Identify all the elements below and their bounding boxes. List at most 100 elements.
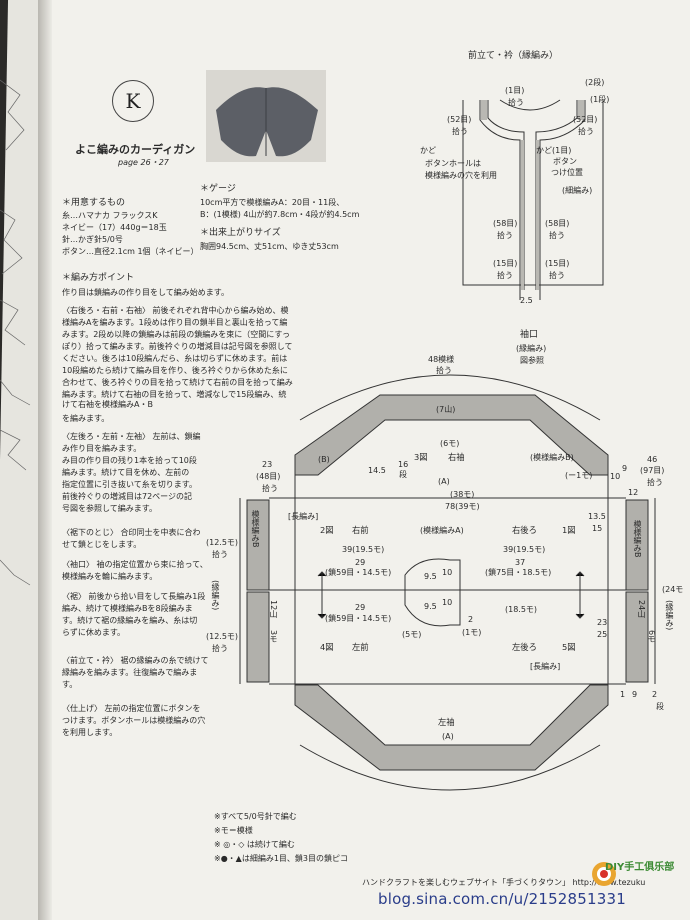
points-line: を編みます。 xyxy=(62,414,110,423)
diagram-label: 29 xyxy=(355,558,366,567)
collar-label: 拾う xyxy=(497,231,513,240)
collar-label: 拾う xyxy=(549,231,565,240)
points-line: 10段編めたら続けて編み目を作り、後ろ衿ぐりから休めた糸に xyxy=(62,366,288,375)
collar-label: (細編み) xyxy=(562,186,593,195)
points-line: 〈右後ろ・右前・右袖〉 前後それぞれ背中心から編み始め、模 xyxy=(62,306,289,315)
diagram-label: (6モ) xyxy=(440,439,460,448)
diagram-label: 78(39モ) xyxy=(445,502,480,511)
collar-label: (2段) xyxy=(585,78,605,87)
points-left-line: 〈裾〉 前後から拾い目をして長編み1段 xyxy=(62,592,206,601)
diagram-label: 段 xyxy=(656,702,664,711)
pattern-letter-emblem: K xyxy=(112,80,154,122)
points-left-line: 模様編みを輪に編みます。 xyxy=(62,572,158,581)
note-line: ※すべて5/0号針で編む xyxy=(214,812,297,821)
diagram-label: 9 xyxy=(622,464,628,473)
diagram-label: (5モ) xyxy=(402,630,422,639)
collar-label: (1段) xyxy=(590,95,610,104)
diagram-label: (12.5モ) xyxy=(206,632,239,641)
note-line: ※モ＝模様 xyxy=(214,826,253,835)
points-line: ぽり）拾って編みます。前後衿ぐりの増減目は記号図を参照して xyxy=(62,342,293,351)
points-left-line: を利用します。 xyxy=(62,728,118,737)
note-line: ※ ◎・◇ は続けて編む xyxy=(214,840,295,849)
diagram-label: (38モ) xyxy=(450,490,475,499)
diagram-label: (12.5モ) xyxy=(206,538,239,547)
diagram-label: 3モ xyxy=(269,630,278,644)
diagram-label: 4図 xyxy=(320,642,334,652)
collar-label: (1目) xyxy=(505,86,525,95)
diagram-label: 9.5 xyxy=(424,602,437,611)
cardigan-photo xyxy=(206,70,326,162)
diagram-label: 1図 xyxy=(562,525,576,535)
collar-label: 拾う xyxy=(452,127,468,136)
collar-label: (58目) xyxy=(493,219,518,228)
diagram-label: (48目) xyxy=(256,472,281,481)
collar-label: (52目) xyxy=(573,115,598,124)
diagram-label: 3図 xyxy=(414,452,428,462)
cuff-subtitle: (縁編み) xyxy=(516,344,547,353)
collar-label: (52目) xyxy=(447,115,472,124)
diagram-label: 模様編みB xyxy=(633,520,642,558)
footer-text: ハンドクラフトを楽しむウェブサイト「手づくりタウン」 http://www.te… xyxy=(362,878,646,887)
points-left-line: 縁編みを編みます。往復編みで編みま xyxy=(62,668,198,677)
diagram-label: 10 xyxy=(610,472,621,481)
diagram-label: (97目) xyxy=(640,466,665,475)
diagram-label: 1 xyxy=(620,690,626,699)
collar-label: 2.5 xyxy=(520,296,533,305)
diagram-label: 右前 xyxy=(352,525,369,535)
diagram-label: (模様編みA) xyxy=(420,526,464,535)
diagram-label: (鎖75目・18.5モ) xyxy=(485,568,552,577)
points-left-line: 号図を参照して編みます。 xyxy=(62,504,157,513)
size-line: 胸囲94.5cm、丈51cm、ゆき丈53cm xyxy=(200,242,339,251)
diagram-label: 5図 xyxy=(562,642,576,652)
collar-label: 拾う xyxy=(497,271,513,280)
diagram-label: 6モ xyxy=(647,630,656,644)
diagram-label: 拾う xyxy=(647,478,663,487)
diagram-label: 29 xyxy=(355,603,366,612)
materials-line: 針…かぎ針5/0号 xyxy=(62,235,123,244)
points-left-line: 〈裾下のとじ〉 合印同士を中表に合わ xyxy=(62,528,201,537)
diagram-label: 25 xyxy=(597,630,608,639)
points-left-line: 編み、続けて模様編みBを8段編みま xyxy=(62,604,193,613)
collar-label: 拾う xyxy=(578,127,594,136)
diagram-label: 2図 xyxy=(320,525,334,535)
page-reference: page 26・27 xyxy=(118,158,169,167)
diagram-label: 9.5 xyxy=(424,572,437,581)
diagram-label: 左前 xyxy=(352,642,369,652)
diagram-label: (縁編み) xyxy=(211,580,220,611)
points-line: 作り目は鎖編みの作り目をして編み始めます。 xyxy=(62,288,229,297)
blog-watermark: blog.sina.com.cn/u/2152851331 xyxy=(378,890,627,908)
points-left-line: す。続けて裾の縁編みを編み、糸は切 xyxy=(62,616,198,625)
diagram-label: 24山 xyxy=(637,600,646,619)
diagram-label: 拾う xyxy=(262,484,278,493)
diagram-label: 39(19.5モ) xyxy=(503,545,546,554)
diagram-label: 15 xyxy=(592,524,603,533)
diagram-label: 左袖 xyxy=(438,717,455,727)
diagram-label: 23 xyxy=(262,460,273,469)
diagram-label: 10 xyxy=(442,598,453,607)
collar-label: かど xyxy=(420,146,436,155)
diagram-label: 46 xyxy=(647,455,658,464)
diagram-label: 拾う xyxy=(212,644,228,653)
diagram-label: (B) xyxy=(318,455,330,464)
diagram-label: (18.5モ) xyxy=(505,605,538,614)
collar-label: 拾う xyxy=(549,271,565,280)
diagram-label: (ー1モ) xyxy=(565,471,593,480)
collar-label: つけ位置 xyxy=(551,168,583,177)
gauge-line: B：(1模様) 4山が約7.8cm・4段が約4.5cm xyxy=(200,210,360,219)
diagram-label: 拾う xyxy=(436,366,452,375)
badge-text: DIY手工俱乐部 xyxy=(605,862,675,873)
diagram-label: 左後ろ xyxy=(512,642,537,652)
diagram-label: 39(19.5モ) xyxy=(342,545,385,554)
points-line: 合わせて、後ろ衿ぐりの目を拾って続けて右前の目を拾って編み xyxy=(62,378,293,387)
diagram-label: 37 xyxy=(515,558,526,567)
points-line: ください。後ろは10段編んだら、糸は切らずに休めます。前は xyxy=(62,354,288,363)
points-left-line: 〈袖口〉 袖の指定位置から束に拾って、 xyxy=(62,560,208,569)
points-left-line: す。 xyxy=(62,680,78,689)
collar-label: (58目) xyxy=(545,219,570,228)
pattern-letter: K xyxy=(125,89,141,113)
diagram-label: 模様編みB xyxy=(251,510,260,548)
diagram-label: 段 xyxy=(399,470,407,479)
diagram-label: 12山 xyxy=(269,600,278,619)
diagram-label: 48模様 xyxy=(428,355,455,364)
diagram-label: 右袖 xyxy=(448,452,465,462)
